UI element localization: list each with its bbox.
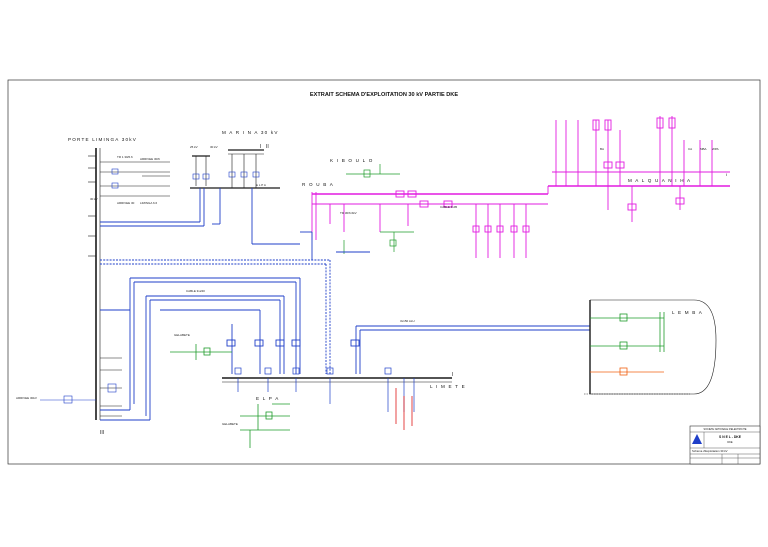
station-gelabete: GELABETE [174,333,190,337]
marina-volt-2: 30 kV [210,145,218,149]
marina-note: E L P A [256,183,266,187]
mq-end-label: I [726,172,727,177]
title-block-subtitle: Schéma d'Exploitation 30 kV [692,449,728,453]
station-gelabete-2: GELABETE [222,422,238,426]
feeder-pl-top [100,161,170,197]
svg-text:LIMINGA 6.6: LIMINGA 6.6 [140,201,158,205]
label-ext-feeder: ARRIVEE 30kV [16,396,37,400]
svg-text:TR 1 30/6.6: TR 1 30/6.6 [117,155,133,159]
rouba-magenta [311,186,549,258]
station-rouba: R O U B A [302,182,334,187]
malquaniha-bus [548,116,730,222]
svg-text:CA: CA [688,147,692,151]
station-porte-liminga: PORTE LIMINGA 30kV [68,137,137,142]
bar-i-label: I [260,144,261,150]
title-block-code: S N E L - DKE [719,435,742,439]
marina-volt-1: 25 kV [190,145,198,149]
marina-bays [190,154,280,189]
lemba-orange [590,367,664,376]
station-marina: M A R I N A 30 kV [222,130,279,135]
svg-text:BA: BA [600,147,604,151]
diagram-title: EXTRAIT SCHEMA D'EXPLOITATION 30 kV PART… [310,92,458,98]
tick-labels-pl: TR 1 30/6.6 ARRIVEE 30/6 ARRIVEE 30 LIMI… [117,155,160,205]
station-lemba: L E M B A [672,310,703,315]
sheet-border [7,79,761,465]
rouba-green [343,231,414,254]
lemba-green [590,312,665,352]
svg-text:3x150 ALU: 3x150 ALU [400,319,415,323]
limete-red [395,388,413,430]
svg-text:ARRIVEE 30: ARRIVEE 30 [117,201,135,205]
feeder-pl-left [88,155,96,257]
gelabete-green [170,344,290,448]
limete-bar-i: I [452,372,453,378]
svg-text:CABLE 3x240: CABLE 3x240 [186,289,205,293]
bar-ii-label: II [266,144,269,150]
title-block: SOCIETE NATIONALE D'ELECTRICITE S N E L … [689,425,761,465]
company-logo-icon [692,434,702,444]
micro-labels: CABLE 3x95 CABLE 3x240 3x150 ALU TR 30/6… [186,147,719,323]
station-elpa: E L P A [256,396,279,401]
station-malquaniha: M A L Q U A N I H A [628,178,691,183]
svg-text:TR 30/6.6kV: TR 30/6.6kV [340,211,357,215]
svg-text:CABLE 3x95: CABLE 3x95 [440,205,458,209]
svg-text:ARRIVEE 30/6: ARRIVEE 30/6 [140,157,160,161]
title-block-company: SOCIETE NATIONALE D'ELECTRICITE [704,428,747,431]
lemba-enclosure [589,299,717,395]
station-kiboulo: K I B O U L O [330,158,374,163]
station-limete: L I M E T E [430,384,466,389]
pl-lower-feeders [40,357,122,417]
bar-iii-label: III [100,430,104,436]
bus-voltage-label: 30 kV [90,197,98,201]
title-block-sheet: DKE [727,440,733,444]
blue-feeders [100,188,590,421]
kiboulo-green [346,164,400,178]
svg-text:MBA: MBA [700,147,707,151]
limete-bays [234,367,415,412]
svg-text:WPA: WPA [712,147,719,151]
